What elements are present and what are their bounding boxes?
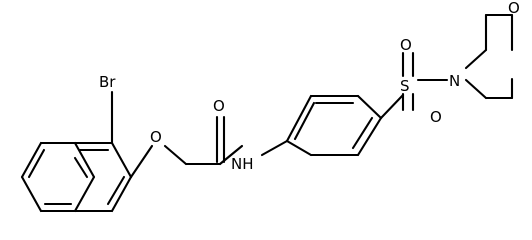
morpholine-nitrogen-label: N [449,72,460,90]
molecule-structure: Br O O NH S O O [20,0,520,213]
morpholine-oxygen-label: O [508,0,520,17]
sulfonyl-oxygen-top-label: O [400,36,412,54]
naphthalene-left-ring [20,141,96,213]
sulfonyl-double-bond-top [401,51,415,78]
morpholine-ring [464,13,514,100]
amide-nh-label: NH [231,155,254,173]
sulfur-label: S [400,77,410,95]
ether-oxygen-label: O [150,128,162,146]
carbonyl-double-bond [215,115,226,164]
bond-c-s [379,93,405,120]
sulfonyl-double-bond-bottom [401,92,415,112]
bond-nh-phenyl [260,139,289,157]
naphthalene-right-ring [73,141,133,213]
bond-o-ch2 [163,144,188,166]
sulfonyl-oxygen-bottom-label: O [430,108,442,126]
carbonyl-oxygen-label: O [213,97,225,115]
bond-c-o-ether [129,144,154,179]
bromine-label: Br [99,73,116,91]
phenylene-ring [285,94,383,157]
